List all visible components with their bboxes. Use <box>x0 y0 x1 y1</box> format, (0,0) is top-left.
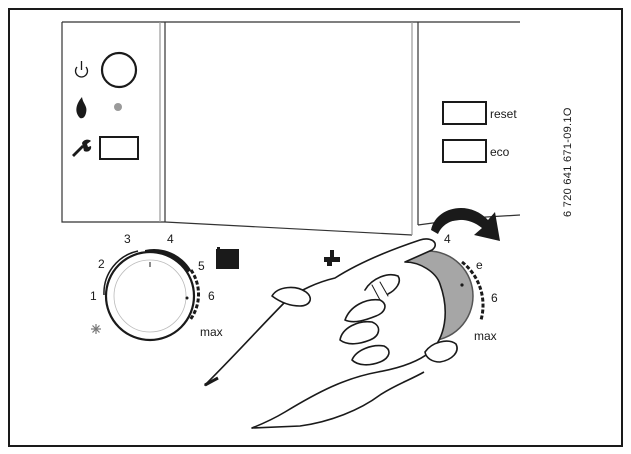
snowflake-icon <box>91 324 101 334</box>
document-code: 6 720 641 671-09.1O <box>562 107 574 217</box>
eco-button[interactable] <box>442 139 487 163</box>
hot-water-scale-4: 4 <box>444 232 451 246</box>
rotate-arrow-icon <box>431 207 500 241</box>
hand-shadow-line <box>204 376 219 387</box>
eco-label: eco <box>490 145 510 159</box>
heating-scale-2: 2 <box>98 257 105 271</box>
heating-scale-6: 6 <box>208 289 215 303</box>
service-button[interactable] <box>99 136 139 160</box>
hot-water-scale-6: 6 <box>491 291 498 305</box>
hand-lower-edge <box>251 371 425 429</box>
heating-dial-knob[interactable] <box>104 250 196 342</box>
power-button[interactable] <box>100 51 138 89</box>
heating-temperature-dial[interactable] <box>103 249 201 342</box>
heating-scale-max: max <box>200 325 223 339</box>
reset-button[interactable] <box>442 101 487 125</box>
heating-scale-4: 4 <box>167 232 174 246</box>
reset-label: reset <box>490 107 517 121</box>
wrench-icon <box>72 139 92 157</box>
heating-scale-3: 3 <box>124 232 131 246</box>
heating-scale-5: 5 <box>198 259 205 273</box>
hand-illustration <box>204 238 458 429</box>
hot-water-scale-e: e <box>476 258 483 272</box>
tap-icon <box>324 250 340 266</box>
radiator-icon <box>216 247 239 269</box>
status-led <box>114 103 122 111</box>
power-icon <box>74 61 89 78</box>
heating-scale-1: 1 <box>90 289 97 303</box>
flame-icon <box>76 97 87 119</box>
hot-water-scale-max: max <box>474 329 497 343</box>
